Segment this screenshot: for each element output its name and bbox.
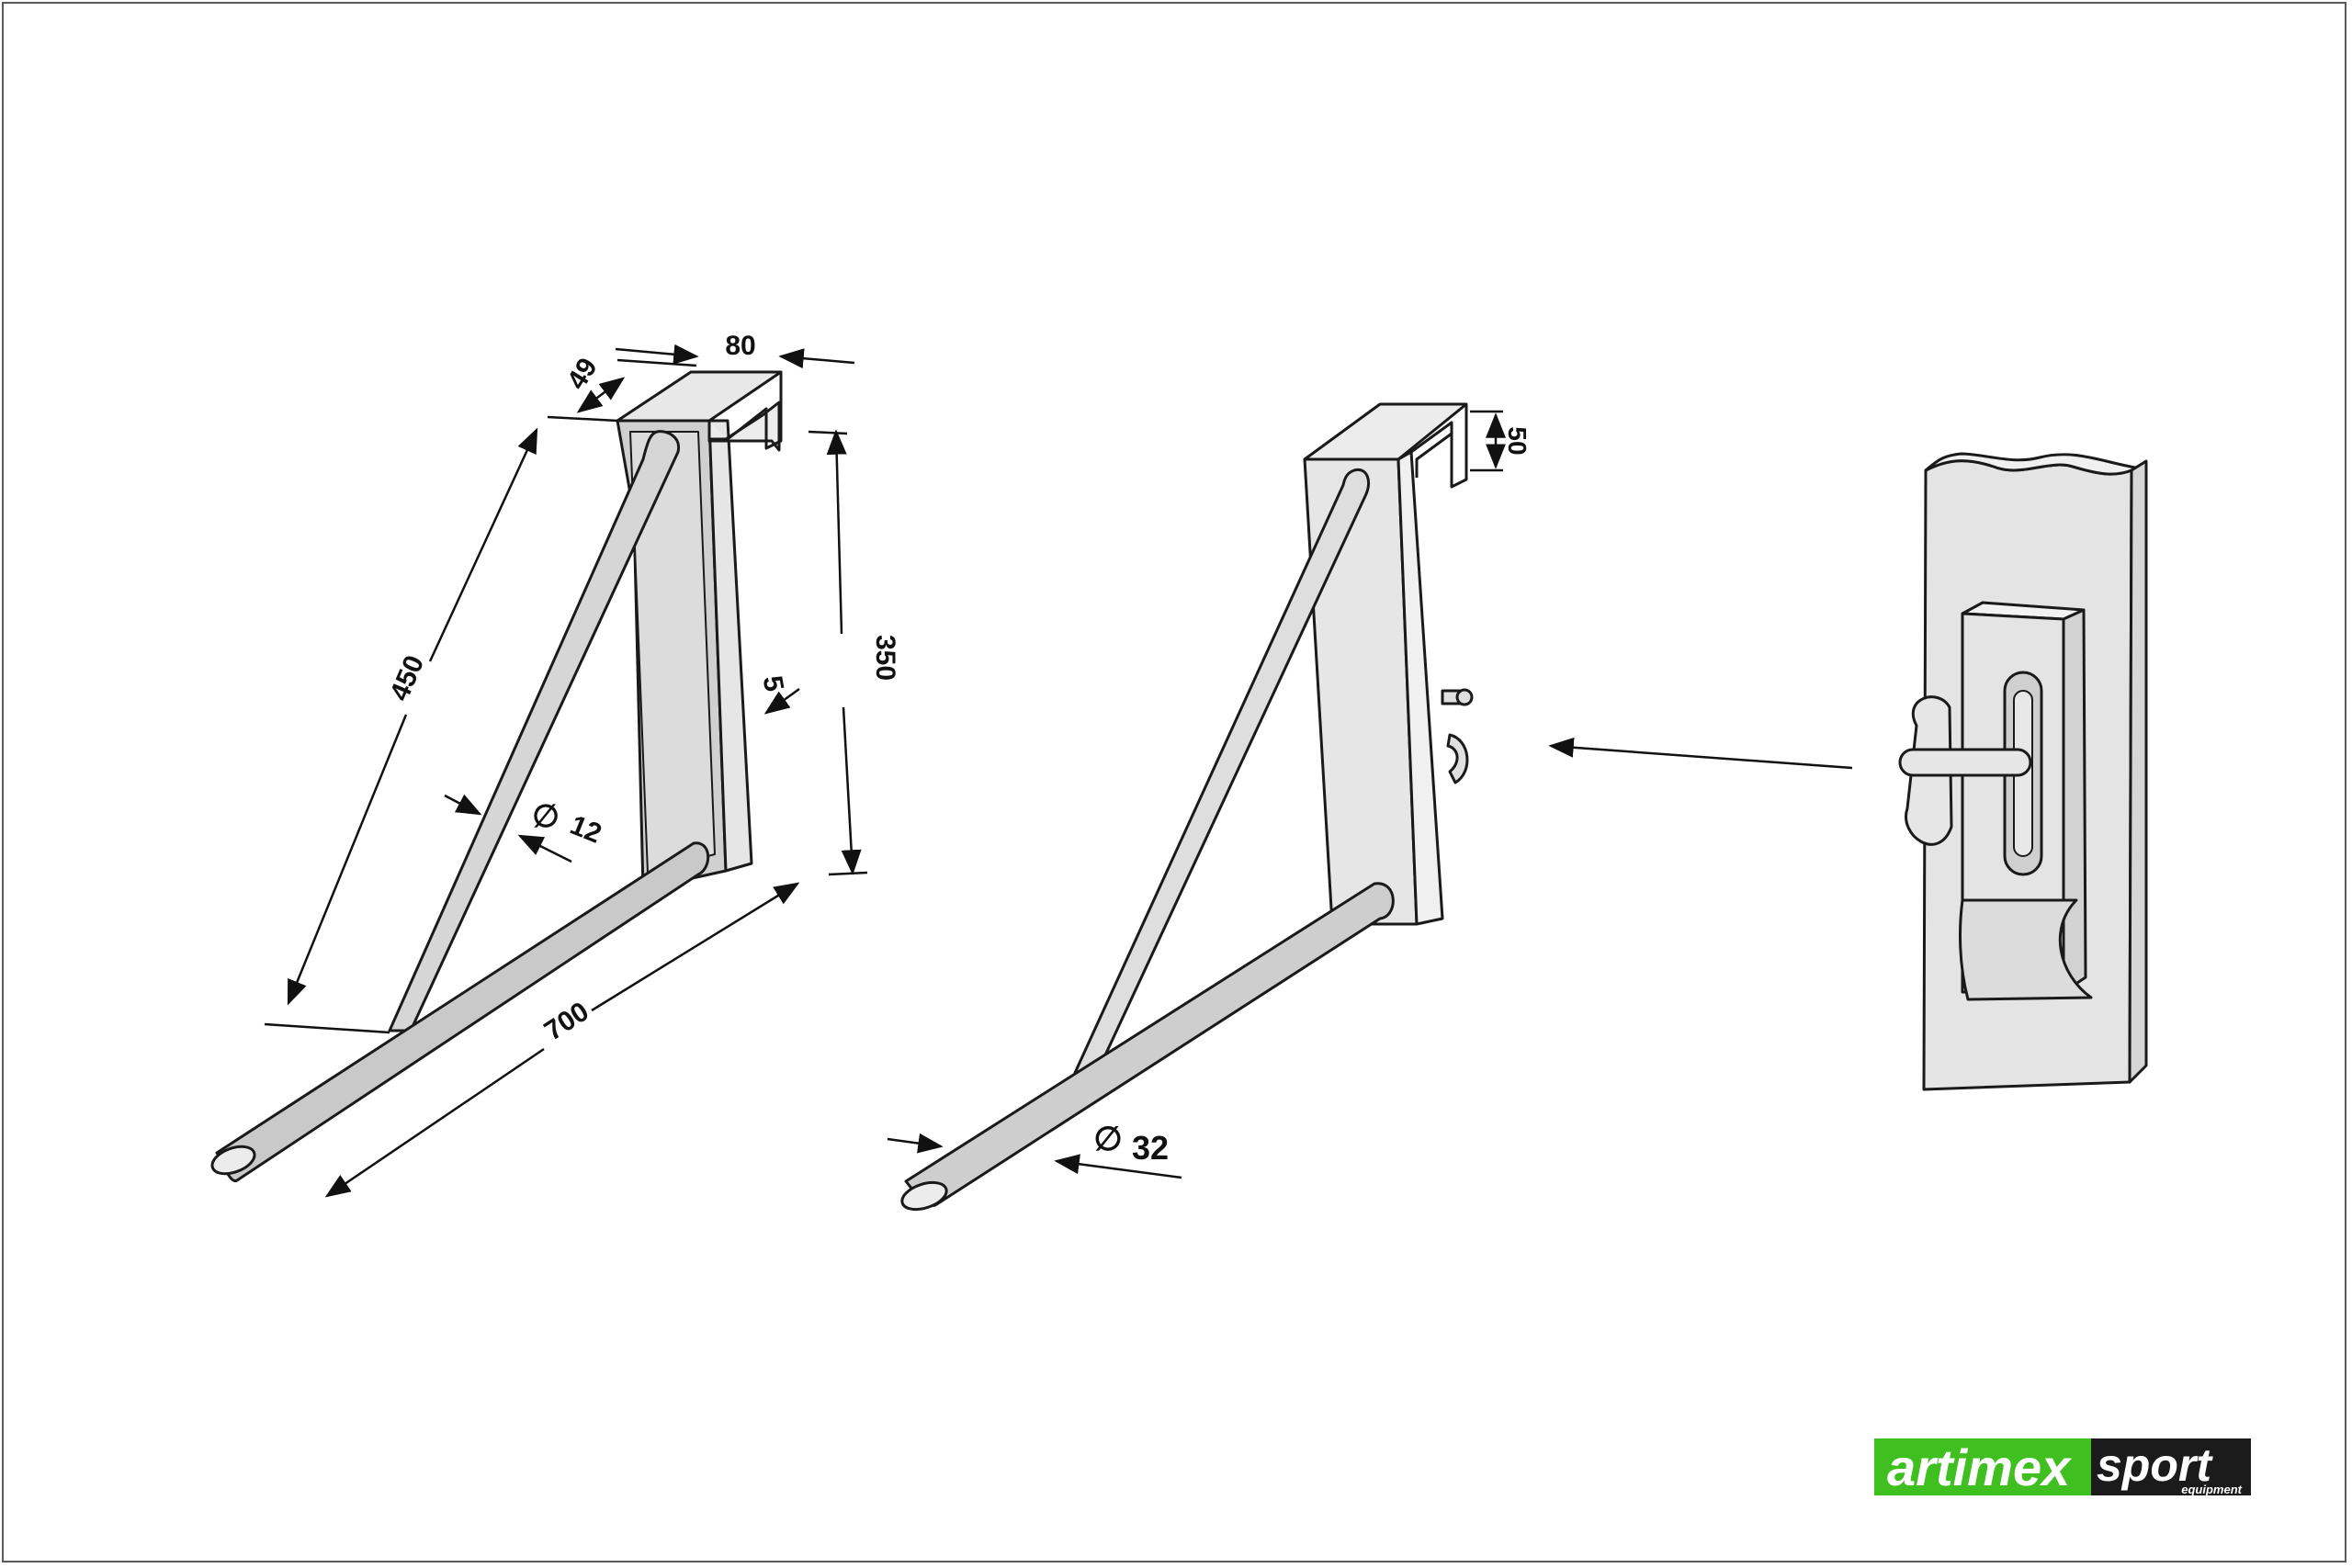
dim-49: 49 xyxy=(561,353,604,395)
left-rail-end xyxy=(210,1145,256,1176)
artimex-logo: artimex sport equipment xyxy=(1874,1438,2251,1496)
wall-bar-side xyxy=(2128,459,2148,1084)
mid-plate-side xyxy=(1396,450,1444,926)
clamp-plate-side xyxy=(2062,608,2087,994)
logo-brand: artimex xyxy=(1887,1438,2073,1496)
left-bracket xyxy=(210,370,783,1182)
logo-sport: sport xyxy=(2097,1439,2213,1491)
left-plate-strip xyxy=(629,431,716,874)
middle-dimensions xyxy=(887,410,1853,1179)
mid-top-face xyxy=(1303,402,1468,461)
dim-32-symbol: ∅ xyxy=(1093,1120,1122,1157)
dim-350: 350 xyxy=(870,635,900,681)
logo-tagline: equipment xyxy=(2181,1483,2242,1496)
dim-12: 12 xyxy=(566,810,605,850)
mid-rail-end xyxy=(900,1180,948,1212)
dim-32: 32 xyxy=(1132,1129,1169,1167)
left-hook xyxy=(707,400,781,452)
t-knob-stem xyxy=(1898,748,2032,777)
left-plate-side xyxy=(707,419,753,873)
middle-dimension-labels: 50 ∅ 32 xyxy=(1093,426,1532,1167)
dim-50: 50 xyxy=(1503,426,1532,455)
dim-5: 5 xyxy=(757,673,789,694)
left-top-face xyxy=(616,370,783,423)
logo-dark-block xyxy=(2091,1438,2251,1495)
mid-rail xyxy=(904,882,1395,1207)
left-dimensions xyxy=(264,344,868,1198)
dim-700: 700 xyxy=(539,997,594,1047)
mid-hook xyxy=(1415,404,1468,489)
wall-bar-detail xyxy=(1898,452,2148,1091)
clamp-knob-icon xyxy=(1441,688,1474,784)
dim-80: 80 xyxy=(725,331,755,361)
left-strut xyxy=(388,430,681,1032)
lower-notch xyxy=(1959,898,2093,1001)
middle-bracket xyxy=(900,402,1474,1212)
dim-12-symbol: ∅ xyxy=(532,799,560,834)
logo-green-block xyxy=(1874,1438,2093,1495)
dim-450: 450 xyxy=(384,651,430,705)
